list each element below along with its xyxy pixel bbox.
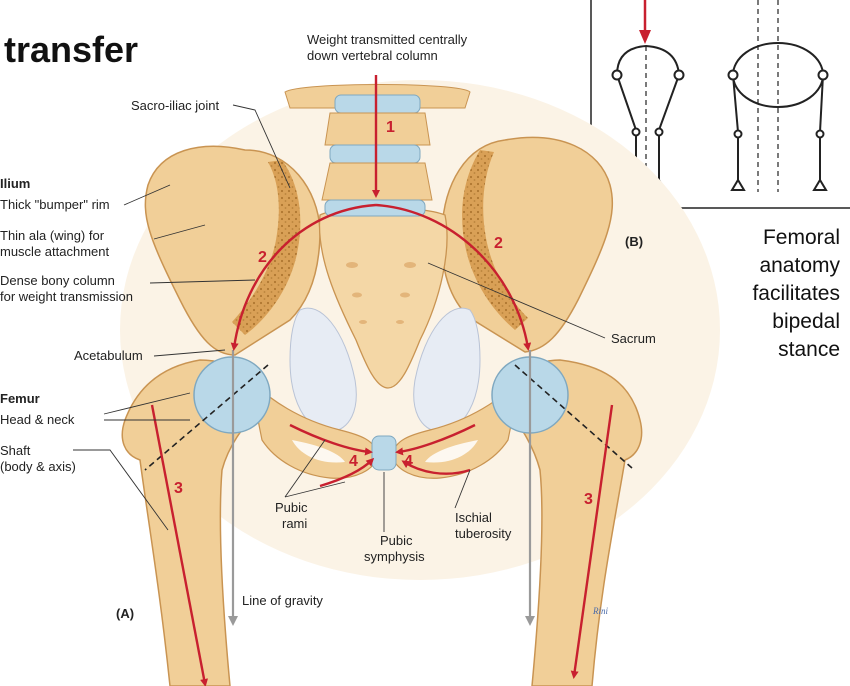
anatomy-labels: Weight transmitted centrally down verteb… xyxy=(0,32,656,621)
label-pubic-symphysis-line2: symphysis xyxy=(364,549,425,564)
label-ilium: Ilium xyxy=(0,176,30,191)
sacral-foramina xyxy=(346,262,416,324)
step-number-4-left: 4 xyxy=(349,453,358,470)
label-pubic-rami-line1: Pubic xyxy=(275,500,308,515)
step-number-2-right: 2 xyxy=(494,235,503,252)
step-number-4-right: 4 xyxy=(404,453,413,470)
label-bumper-rim: Thick "bumper" rim xyxy=(0,197,110,212)
label-ischial-line2: tuberosity xyxy=(455,526,512,541)
label-ala-line2: muscle attachment xyxy=(0,244,109,259)
force-arrows xyxy=(150,75,614,686)
slide-title: transfer xyxy=(4,29,138,70)
label-head-neck: Head & neck xyxy=(0,412,75,427)
label-weight-line1: Weight transmitted centrally xyxy=(307,32,468,47)
step-number-3-right: 3 xyxy=(584,491,593,508)
artist-signature: Rini xyxy=(592,606,608,616)
leader-lines xyxy=(73,104,606,532)
right-ilium xyxy=(441,136,614,353)
label-line-of-gravity: Line of gravity xyxy=(242,593,323,608)
side-caption-line-4: bipedal xyxy=(772,310,840,333)
label-sacroiliac-joint: Sacro-iliac joint xyxy=(131,98,220,113)
label-sacrum: Sacrum xyxy=(611,331,656,346)
step-number-1: 1 xyxy=(386,119,395,136)
label-femur: Femur xyxy=(0,391,40,406)
schematic-ring-pelvis xyxy=(727,0,829,192)
panel-b-schematic xyxy=(590,0,850,209)
left-ilium xyxy=(144,145,321,356)
side-caption-line-1: Femoral xyxy=(763,226,840,249)
label-shaft-line2: (body & axis) xyxy=(0,459,76,474)
side-caption: Femoral anatomy facilitates bipedal stan… xyxy=(752,226,840,361)
label-pubic-rami-line2: rami xyxy=(282,516,307,531)
lumbar-vertebrae xyxy=(284,84,471,217)
side-caption-line-2: anatomy xyxy=(759,254,840,277)
label-panel-a: (A) xyxy=(116,606,134,621)
step-number-3-left: 3 xyxy=(174,480,183,497)
pelvis-illustration: 1 2 2 3 3 4 4 xyxy=(120,75,720,686)
side-caption-line-3: facilitates xyxy=(752,282,840,305)
label-pubic-symphysis-line1: Pubic xyxy=(380,533,413,548)
label-column-line1: Dense bony column xyxy=(0,273,115,288)
label-column-line2: for weight transmission xyxy=(0,289,133,304)
label-panel-b: (B) xyxy=(625,234,643,249)
label-ala-line1: Thin ala (wing) for xyxy=(0,228,105,243)
pubic-symphysis-disc xyxy=(371,435,397,471)
side-caption-line-5: stance xyxy=(778,338,840,361)
label-acetabulum: Acetabulum xyxy=(74,348,143,363)
label-ischial-line1: Ischial xyxy=(455,510,492,525)
label-weight-line2: down vertebral column xyxy=(307,48,438,63)
label-shaft-line1: Shaft xyxy=(0,443,31,458)
step-number-2-left: 2 xyxy=(258,249,267,266)
